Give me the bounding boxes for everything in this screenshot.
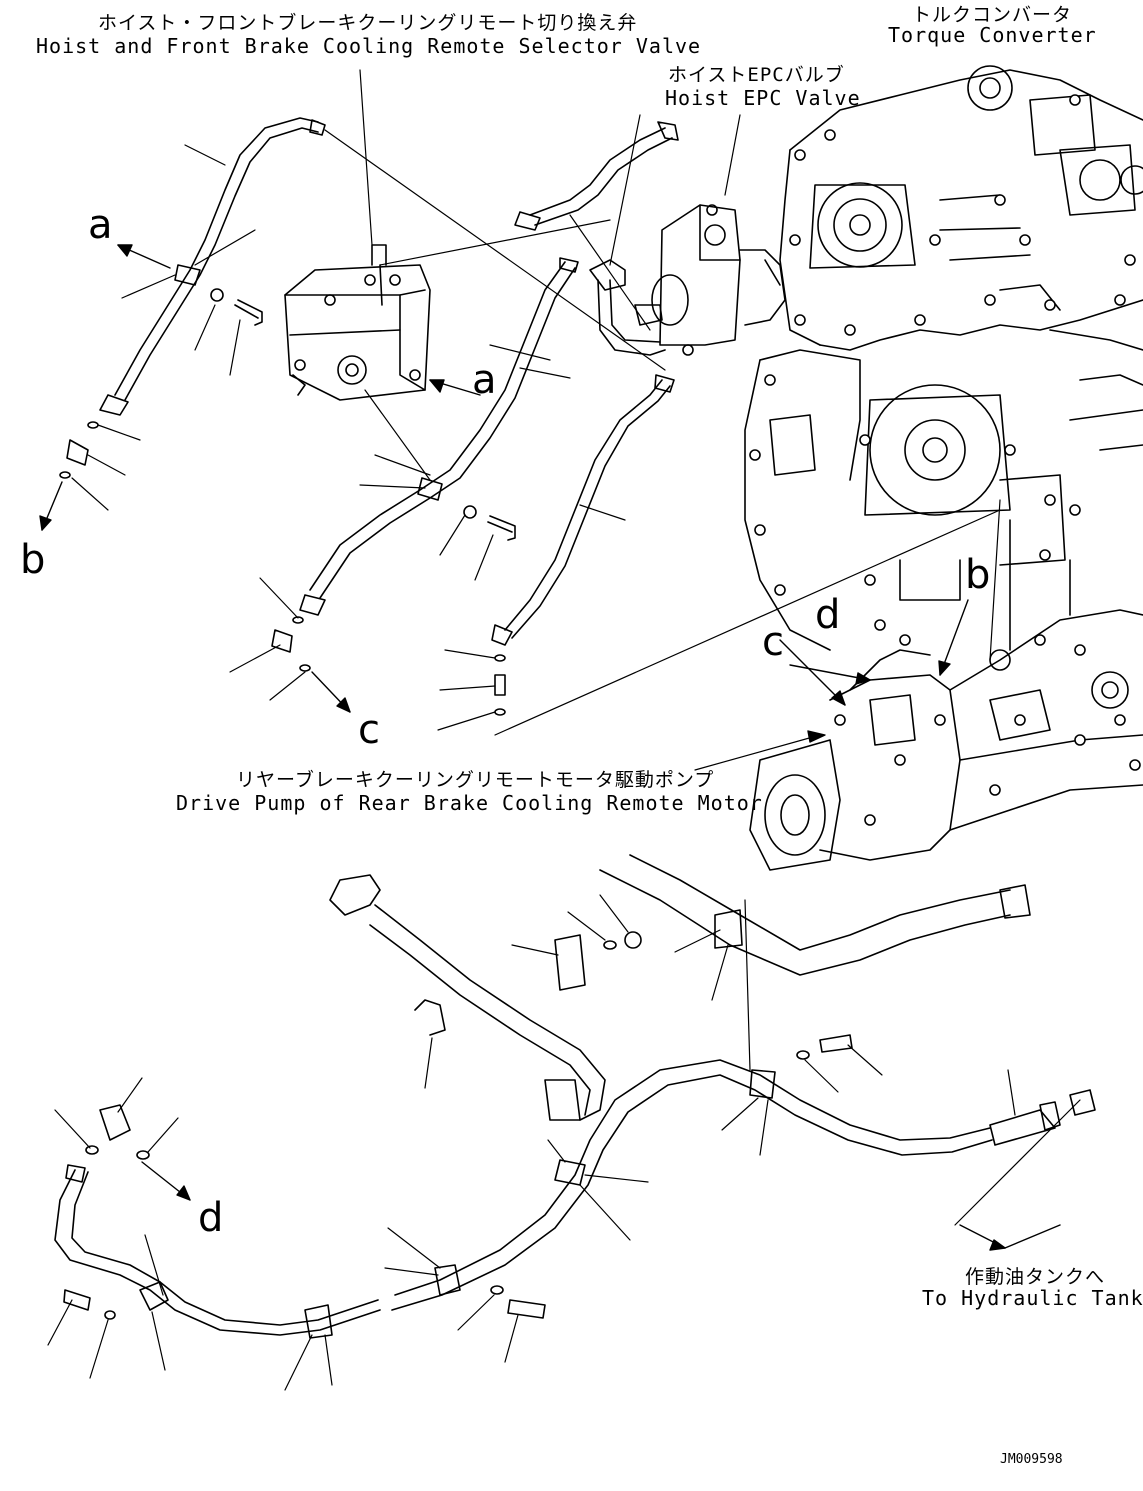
hoist-epc-valve <box>590 205 785 355</box>
callout-d-right: d <box>815 592 841 638</box>
ghost-pipe <box>330 855 1030 1120</box>
transmission-housing <box>745 330 1143 650</box>
selector-valve-label-en: Hoist and Front Brake Cooling Remote Sel… <box>36 34 702 58</box>
selector-valve <box>285 245 430 400</box>
leader-lines <box>48 70 1080 1390</box>
callout-a-middle: a <box>472 357 497 403</box>
hydraulic-tank-label-en: To Hydraulic Tank <box>922 1286 1143 1310</box>
torque-converter-housing <box>780 66 1143 350</box>
drive-pump-label-en: Drive Pump of Rear Brake Cooling Remote … <box>176 791 763 815</box>
drive-pump-label-jp: リヤーブレーキクーリングリモートモータ駆動ポンプ <box>236 769 715 791</box>
callout-a-left: a <box>88 202 113 248</box>
epc-valve-label-en: Hoist EPC Valve <box>665 86 861 110</box>
torque-converter-label-en: Torque Converter <box>888 23 1097 47</box>
callout-c-right: c <box>762 619 784 665</box>
transmission-bolts <box>750 375 1080 645</box>
hose-a-middle <box>300 258 578 615</box>
selector-valve-label-jp: ホイスト・フロントブレーキクーリングリモート切り換え弁 <box>98 12 638 34</box>
drawing-code: JM009598 <box>1000 1452 1063 1467</box>
callout-c-middle: c <box>358 707 380 753</box>
torque-converter-label-jp: トルクコンバータ <box>912 4 1073 26</box>
epc-valve-label-jp: ホイストEPCバルブ <box>668 64 845 86</box>
hose-b-upper <box>515 122 678 230</box>
callout-b-right: b <box>965 552 991 598</box>
callout-b-left: b <box>20 537 46 583</box>
hose-clamps <box>140 910 775 1338</box>
lower-fittings <box>64 932 1095 1319</box>
housing-bolts <box>790 95 1135 335</box>
pump-bolts <box>835 635 1140 825</box>
hose-a-left <box>100 118 325 415</box>
hose-c <box>492 375 674 645</box>
fittings-upper <box>60 422 505 715</box>
callout-arrows <box>40 245 1060 1250</box>
drive-pump-body <box>750 520 1143 870</box>
callout-d-lower: d <box>198 1195 224 1241</box>
hydraulic-tank-label-jp: 作動油タンクへ <box>965 1266 1106 1288</box>
